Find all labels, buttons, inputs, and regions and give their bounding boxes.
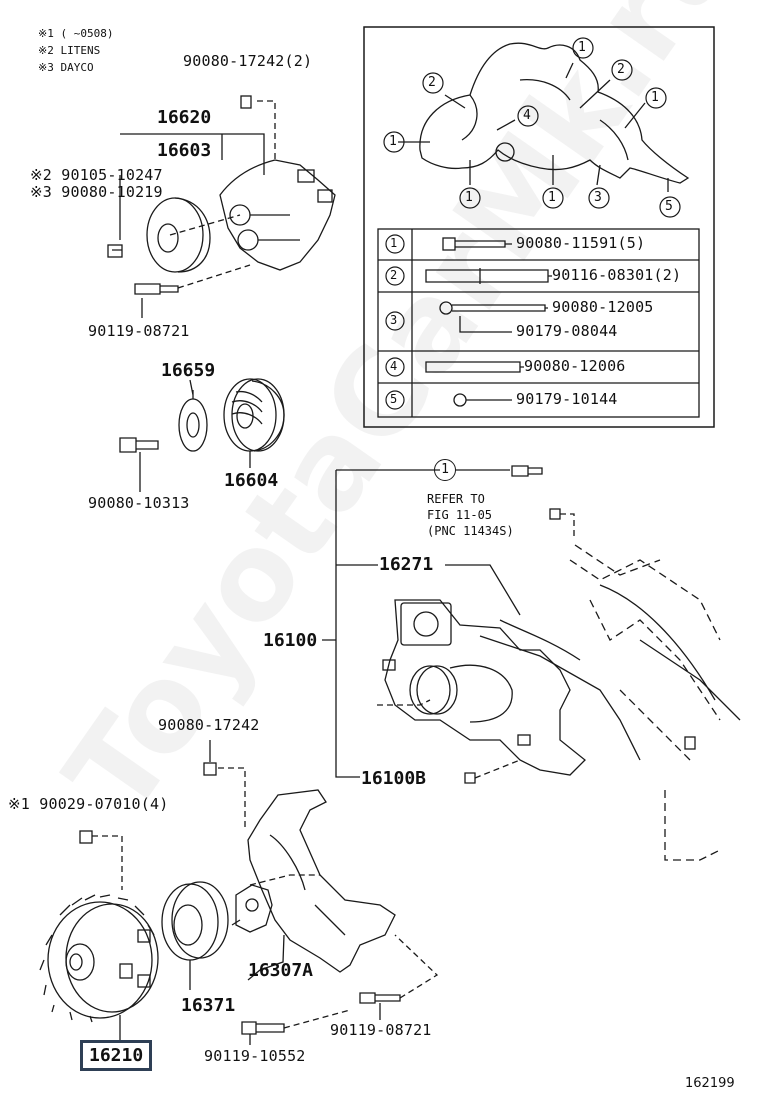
inset-callout-digit: 5	[665, 199, 673, 214]
bolt-90119-08721	[134, 283, 179, 295]
label-16659: 16659	[161, 360, 216, 381]
inset-callout-1b	[645, 87, 667, 109]
label-16100: 16100	[263, 630, 318, 651]
inset-callout-4	[517, 105, 539, 127]
bolt-90105-10247	[107, 244, 123, 258]
inset-callout-1a	[611, 59, 633, 81]
label-90105-10247: ※2 90105-10247	[30, 166, 163, 184]
bracket-16620	[120, 133, 265, 175]
table-key: 2	[390, 268, 398, 282]
inset-cover-outline	[419, 42, 690, 184]
refer-line-1: REFER TO	[427, 492, 485, 506]
refer-line-2: FIG 11-05	[427, 508, 493, 522]
bolt-90080-17242-mid	[203, 762, 217, 776]
table-key: 4	[390, 359, 398, 373]
label-90119-10552: 90119-10552	[204, 1047, 306, 1065]
inset-pulley	[495, 142, 515, 162]
fan-hub	[235, 884, 273, 933]
table-key: 5	[390, 392, 398, 406]
table-part-number: 90116-08301(2)	[552, 266, 682, 284]
note-3: ※3 DAYCO	[38, 61, 94, 74]
inset-callout-digit: 1	[465, 190, 473, 205]
note-1: ※1 ( ~0508)	[38, 27, 114, 40]
table-part-number: 90080-11591(5)	[516, 234, 646, 252]
water-pump-16271	[384, 599, 586, 776]
label-16604: 16604	[224, 470, 279, 491]
inset-callout-digit: 1	[651, 90, 659, 105]
bolt-16100B	[464, 772, 476, 784]
idler-bracket	[219, 159, 336, 271]
bolt-refer	[511, 465, 543, 477]
inset-callout-digit: 3	[594, 190, 602, 205]
label-90029-07010: ※1 90029-07010(4)	[8, 795, 169, 813]
inset-callout-2a	[422, 72, 444, 94]
label-16603: 16603	[157, 140, 212, 161]
label-16620: 16620	[157, 107, 212, 128]
label-16307A: 16307A	[248, 960, 314, 981]
label-90119-08721-bot: 90119-08721	[330, 1021, 432, 1039]
bolt-90029-07010	[79, 830, 93, 844]
label-90080-17242-mid: 90080-17242	[158, 716, 260, 734]
inset-table	[377, 228, 700, 418]
idler-pulley-16603	[146, 197, 204, 273]
washer-16659	[178, 398, 208, 452]
label-16100B: 16100B	[361, 768, 427, 789]
label-90119-08721-top: 90119-08721	[88, 322, 190, 340]
inset-callout-digit: 1	[389, 134, 397, 149]
bracket-16307A	[247, 789, 396, 973]
table-part-number: 90179-08044	[516, 322, 618, 340]
note-2: ※2 LITENS	[38, 44, 101, 57]
refer-line-3: (PNC 11434S)	[427, 524, 514, 538]
pulley-16371	[161, 883, 219, 961]
table-part-number: 90179-10144	[516, 390, 618, 408]
refer-callout-1: 1	[434, 459, 456, 481]
figure-number: 162199	[685, 1076, 735, 1091]
inset-inner	[461, 79, 629, 161]
table-part-number: 90080-12005	[552, 298, 654, 316]
label-16271: 16271	[379, 554, 434, 575]
label-16210-highlighted[interactable]: 16210	[80, 1040, 153, 1071]
inset-callout-digit: 4	[523, 108, 531, 123]
inset-leaders	[398, 62, 669, 192]
bolt-90080-10313	[119, 437, 159, 453]
engine-block	[569, 544, 721, 861]
inset-callout-digit: 1	[578, 40, 586, 55]
label-90080-10219: ※3 90080-10219	[30, 183, 163, 201]
inset-callout-2b	[572, 37, 594, 59]
inset-callout-digit: 2	[428, 75, 436, 90]
fan-clutch-16210	[47, 901, 153, 1019]
bracket-16100	[322, 469, 440, 778]
bolt-90119-10552	[241, 1021, 285, 1035]
table-part-number: 90080-12006	[524, 357, 626, 375]
inset-callout-digit: 1	[548, 190, 556, 205]
inset-callout-5	[659, 196, 681, 218]
label-16371: 16371	[181, 995, 236, 1016]
bolt-90119-08721-bot	[359, 992, 401, 1004]
label-90080-17242-top: 90080-17242(2)	[183, 52, 313, 70]
table-key: 3	[390, 313, 398, 327]
inset-callout-1c	[383, 131, 405, 153]
table-key: 1	[390, 236, 398, 250]
inset-frame	[363, 26, 715, 428]
inset-callout-1d	[459, 187, 481, 209]
bolt-90080-17242	[240, 95, 252, 109]
label-90080-10313: 90080-10313	[88, 494, 190, 512]
table-leaders	[459, 243, 552, 401]
inset-callout-digit: 2	[617, 62, 625, 77]
inset-callout-3	[588, 187, 610, 209]
inset-callout-1e	[542, 187, 564, 209]
